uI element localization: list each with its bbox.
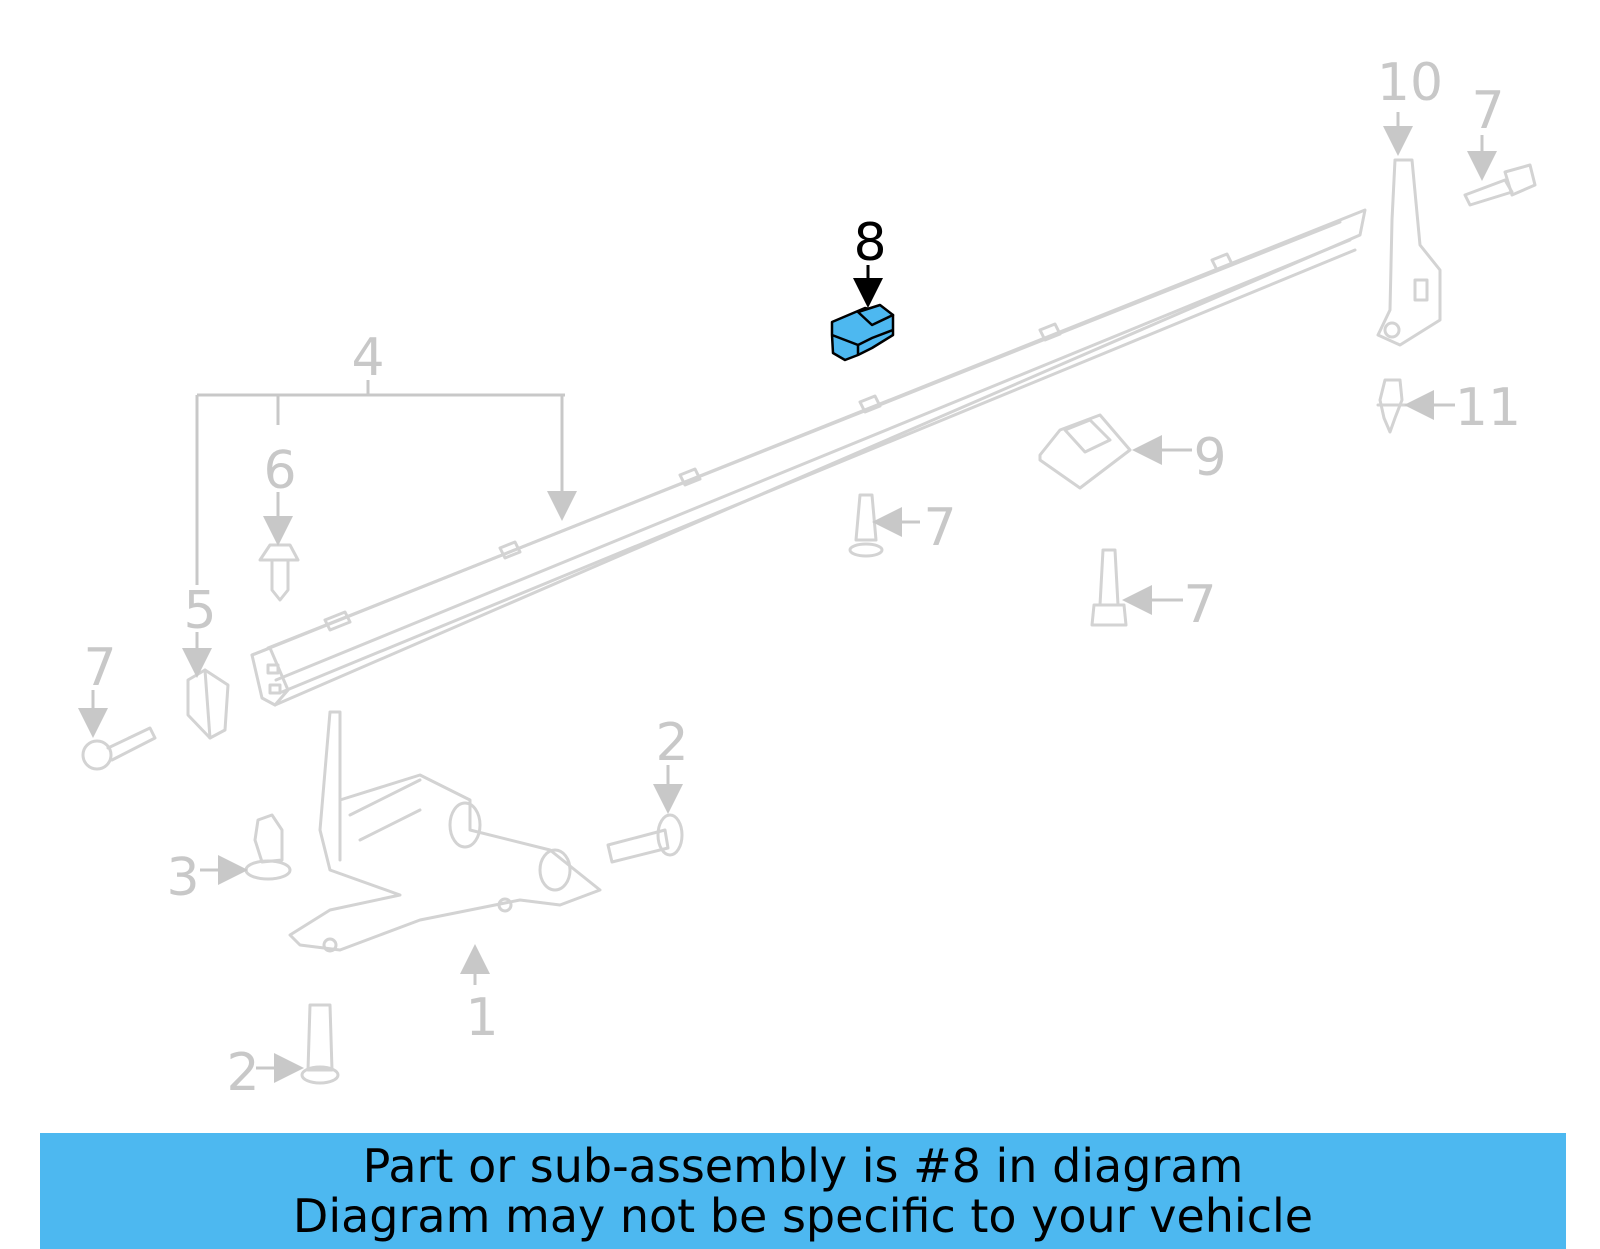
callout-9: 9 [1193, 428, 1226, 488]
callout-6: 6 [263, 441, 296, 501]
part-7-screw-center [848, 493, 884, 558]
part-7-screw-upper-right [1463, 163, 1537, 207]
callout-4: 4 [351, 328, 384, 388]
callout-1: 1 [465, 988, 498, 1048]
callout-2-bottom: 2 [226, 1043, 259, 1103]
part-3-clip [244, 813, 292, 881]
callout-5: 5 [183, 581, 216, 641]
part-7-screw-lower [1090, 548, 1128, 627]
callout-7-left: 7 [83, 638, 116, 698]
callout-3: 3 [166, 848, 199, 908]
part-10-bracket [1376, 158, 1442, 347]
part-2-bolt-bottom [300, 1003, 340, 1085]
callout-7-lower: 7 [1183, 575, 1216, 635]
info-banner: Part or sub-assembly is #8 in diagram Di… [40, 1133, 1566, 1249]
callout-7-center: 7 [923, 498, 956, 558]
callout-8[interactable]: 8 [853, 213, 886, 273]
callout-7-upper-right: 7 [1471, 81, 1504, 141]
parts-diagram: 4 6 5 7 8 7 7 9 10 7 11 2 3 1 2 [78, 53, 1537, 1103]
callout-10: 10 [1377, 53, 1443, 113]
part-1-bracket [288, 710, 602, 953]
rocker-molding [250, 208, 1367, 707]
part-6-push-clip [258, 543, 300, 602]
part-5-end-cap [186, 668, 230, 740]
callout-11: 11 [1455, 378, 1521, 438]
leader-lines [78, 112, 1497, 1083]
part-9-clip [1038, 413, 1132, 490]
banner-line-2: Diagram may not be specific to your vehi… [292, 1189, 1314, 1243]
part-8-clip-highlighted[interactable] [830, 303, 895, 362]
part-11-pin [1376, 378, 1410, 434]
banner-line-1: Part or sub-assembly is #8 in diagram [362, 1139, 1244, 1193]
part-2-bolt-right [606, 813, 684, 864]
part-7-screw-left [81, 726, 157, 771]
callout-2-right: 2 [655, 713, 688, 773]
